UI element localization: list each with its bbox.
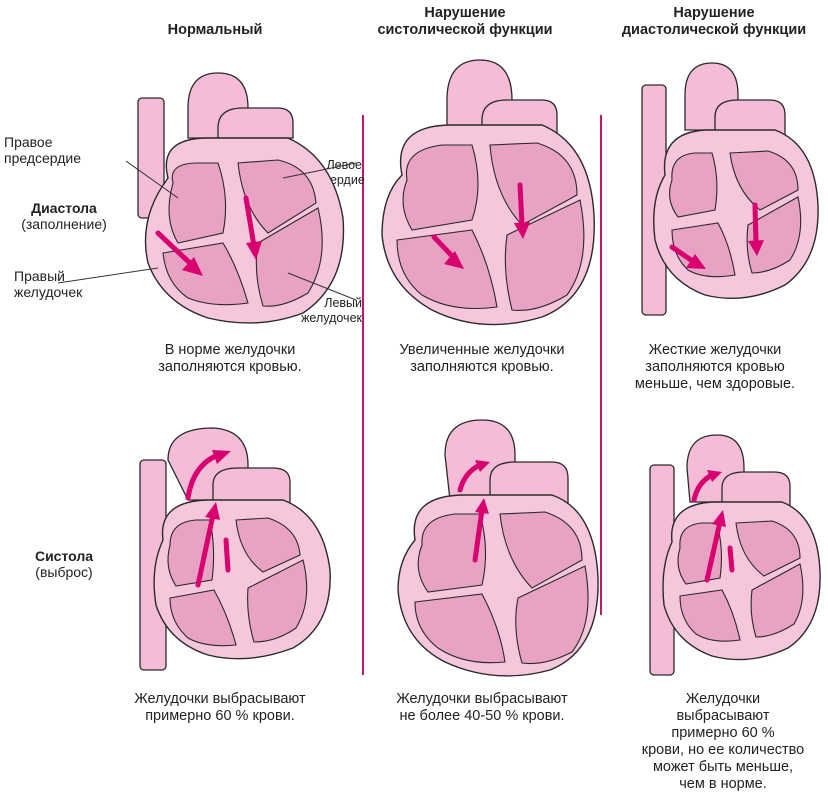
column-title-diastolic-line2: диастолической функции bbox=[621, 22, 807, 38]
divider-left bbox=[362, 115, 364, 675]
caption-systolic-diastole: Увеличенные желудочки заполняются кровью… bbox=[364, 342, 600, 376]
caption-line: примерно 60 % bbox=[671, 725, 775, 741]
caption-line: не более 40-50 % крови. bbox=[399, 708, 565, 724]
label-right-atrium: Правое предсердие bbox=[4, 134, 81, 166]
caption-line: Желудочки выбрасывают bbox=[396, 691, 568, 707]
column-title-systolic-line2: систолической функции bbox=[377, 22, 553, 38]
heart-normal-systole bbox=[139, 427, 331, 671]
label-right-ventricle-line1: Правый bbox=[14, 268, 65, 284]
row-label-systole-subtitle: (выброс) bbox=[35, 564, 93, 580]
caption-line: меньше, чем здоровые. bbox=[634, 376, 796, 392]
caption-line: заполняются кровью. bbox=[158, 359, 302, 375]
divider-right bbox=[600, 115, 602, 615]
label-right-ventricle: Правый желудочек bbox=[14, 268, 82, 300]
caption-line: Желудочки выбрасывают bbox=[134, 691, 306, 707]
caption-line: Жесткие желудочки bbox=[648, 342, 782, 358]
caption-normal-systole: Желудочки выбрасывают примерно 60 % кров… bbox=[92, 691, 348, 725]
label-right-atrium-line2: предсердие bbox=[4, 150, 82, 166]
row-label-diastole-title: Диастола bbox=[31, 200, 97, 216]
column-title-diastolic-line1: Нарушение bbox=[673, 5, 755, 21]
caption-line: Увеличенные желудочки bbox=[399, 342, 565, 358]
caption-line: примерно 60 % крови. bbox=[145, 708, 295, 724]
label-right-atrium-line1: Правое bbox=[4, 134, 53, 150]
caption-line: выбрасывают bbox=[676, 708, 770, 724]
caption-line: В норме желудочки bbox=[164, 342, 296, 358]
heart-systolic-systole bbox=[397, 419, 599, 677]
label-right-ventricle-line2: желудочек bbox=[14, 284, 83, 300]
caption-line: чем в норме. bbox=[679, 776, 767, 792]
row-label-systole-title: Систола bbox=[34, 548, 94, 564]
row-label-diastole-subtitle: (заполнение) bbox=[21, 216, 107, 232]
label-left-ventricle-line2: желудочек bbox=[301, 311, 362, 325]
row-label-diastole: Диастола (заполнение) bbox=[4, 200, 124, 232]
column-title-systolic: Нарушение систолической функции bbox=[360, 5, 570, 39]
caption-line: Желудочки bbox=[685, 691, 761, 707]
heart-diastolic-systole bbox=[649, 434, 821, 676]
caption-line: заполняются кровью bbox=[645, 359, 785, 375]
caption-line: может быть меньше, bbox=[652, 759, 794, 775]
caption-line: заполняются кровью. bbox=[410, 359, 554, 375]
caption-systolic-systole: Желудочки выбрасывают не более 40-50 % к… bbox=[364, 691, 600, 725]
heart-normal-diastole bbox=[57, 72, 357, 324]
caption-diastolic-diastole: Жесткие желудочки заполняются кровью мен… bbox=[604, 342, 826, 393]
row-label-systole: Систола (выброс) bbox=[4, 548, 124, 580]
column-title-diastolic: Нарушение диастолической функции bbox=[600, 5, 828, 39]
heart-systolic-diastole bbox=[381, 59, 595, 326]
caption-line: крови, но ее количество bbox=[641, 742, 805, 758]
label-left-ventricle: Левый желудочек bbox=[284, 296, 362, 326]
caption-diastolic-systole: Желудочки выбрасывают примерно 60 % кров… bbox=[618, 691, 828, 793]
column-title-normal: Нормальный bbox=[167, 22, 263, 38]
caption-normal-diastole: В норме желудочки заполняются кровью. bbox=[110, 342, 350, 376]
label-left-ventricle-line1: Левый bbox=[324, 296, 362, 310]
column-title-systolic-line1: Нарушение bbox=[424, 5, 506, 21]
heart-diastolic-diastole bbox=[641, 62, 819, 316]
